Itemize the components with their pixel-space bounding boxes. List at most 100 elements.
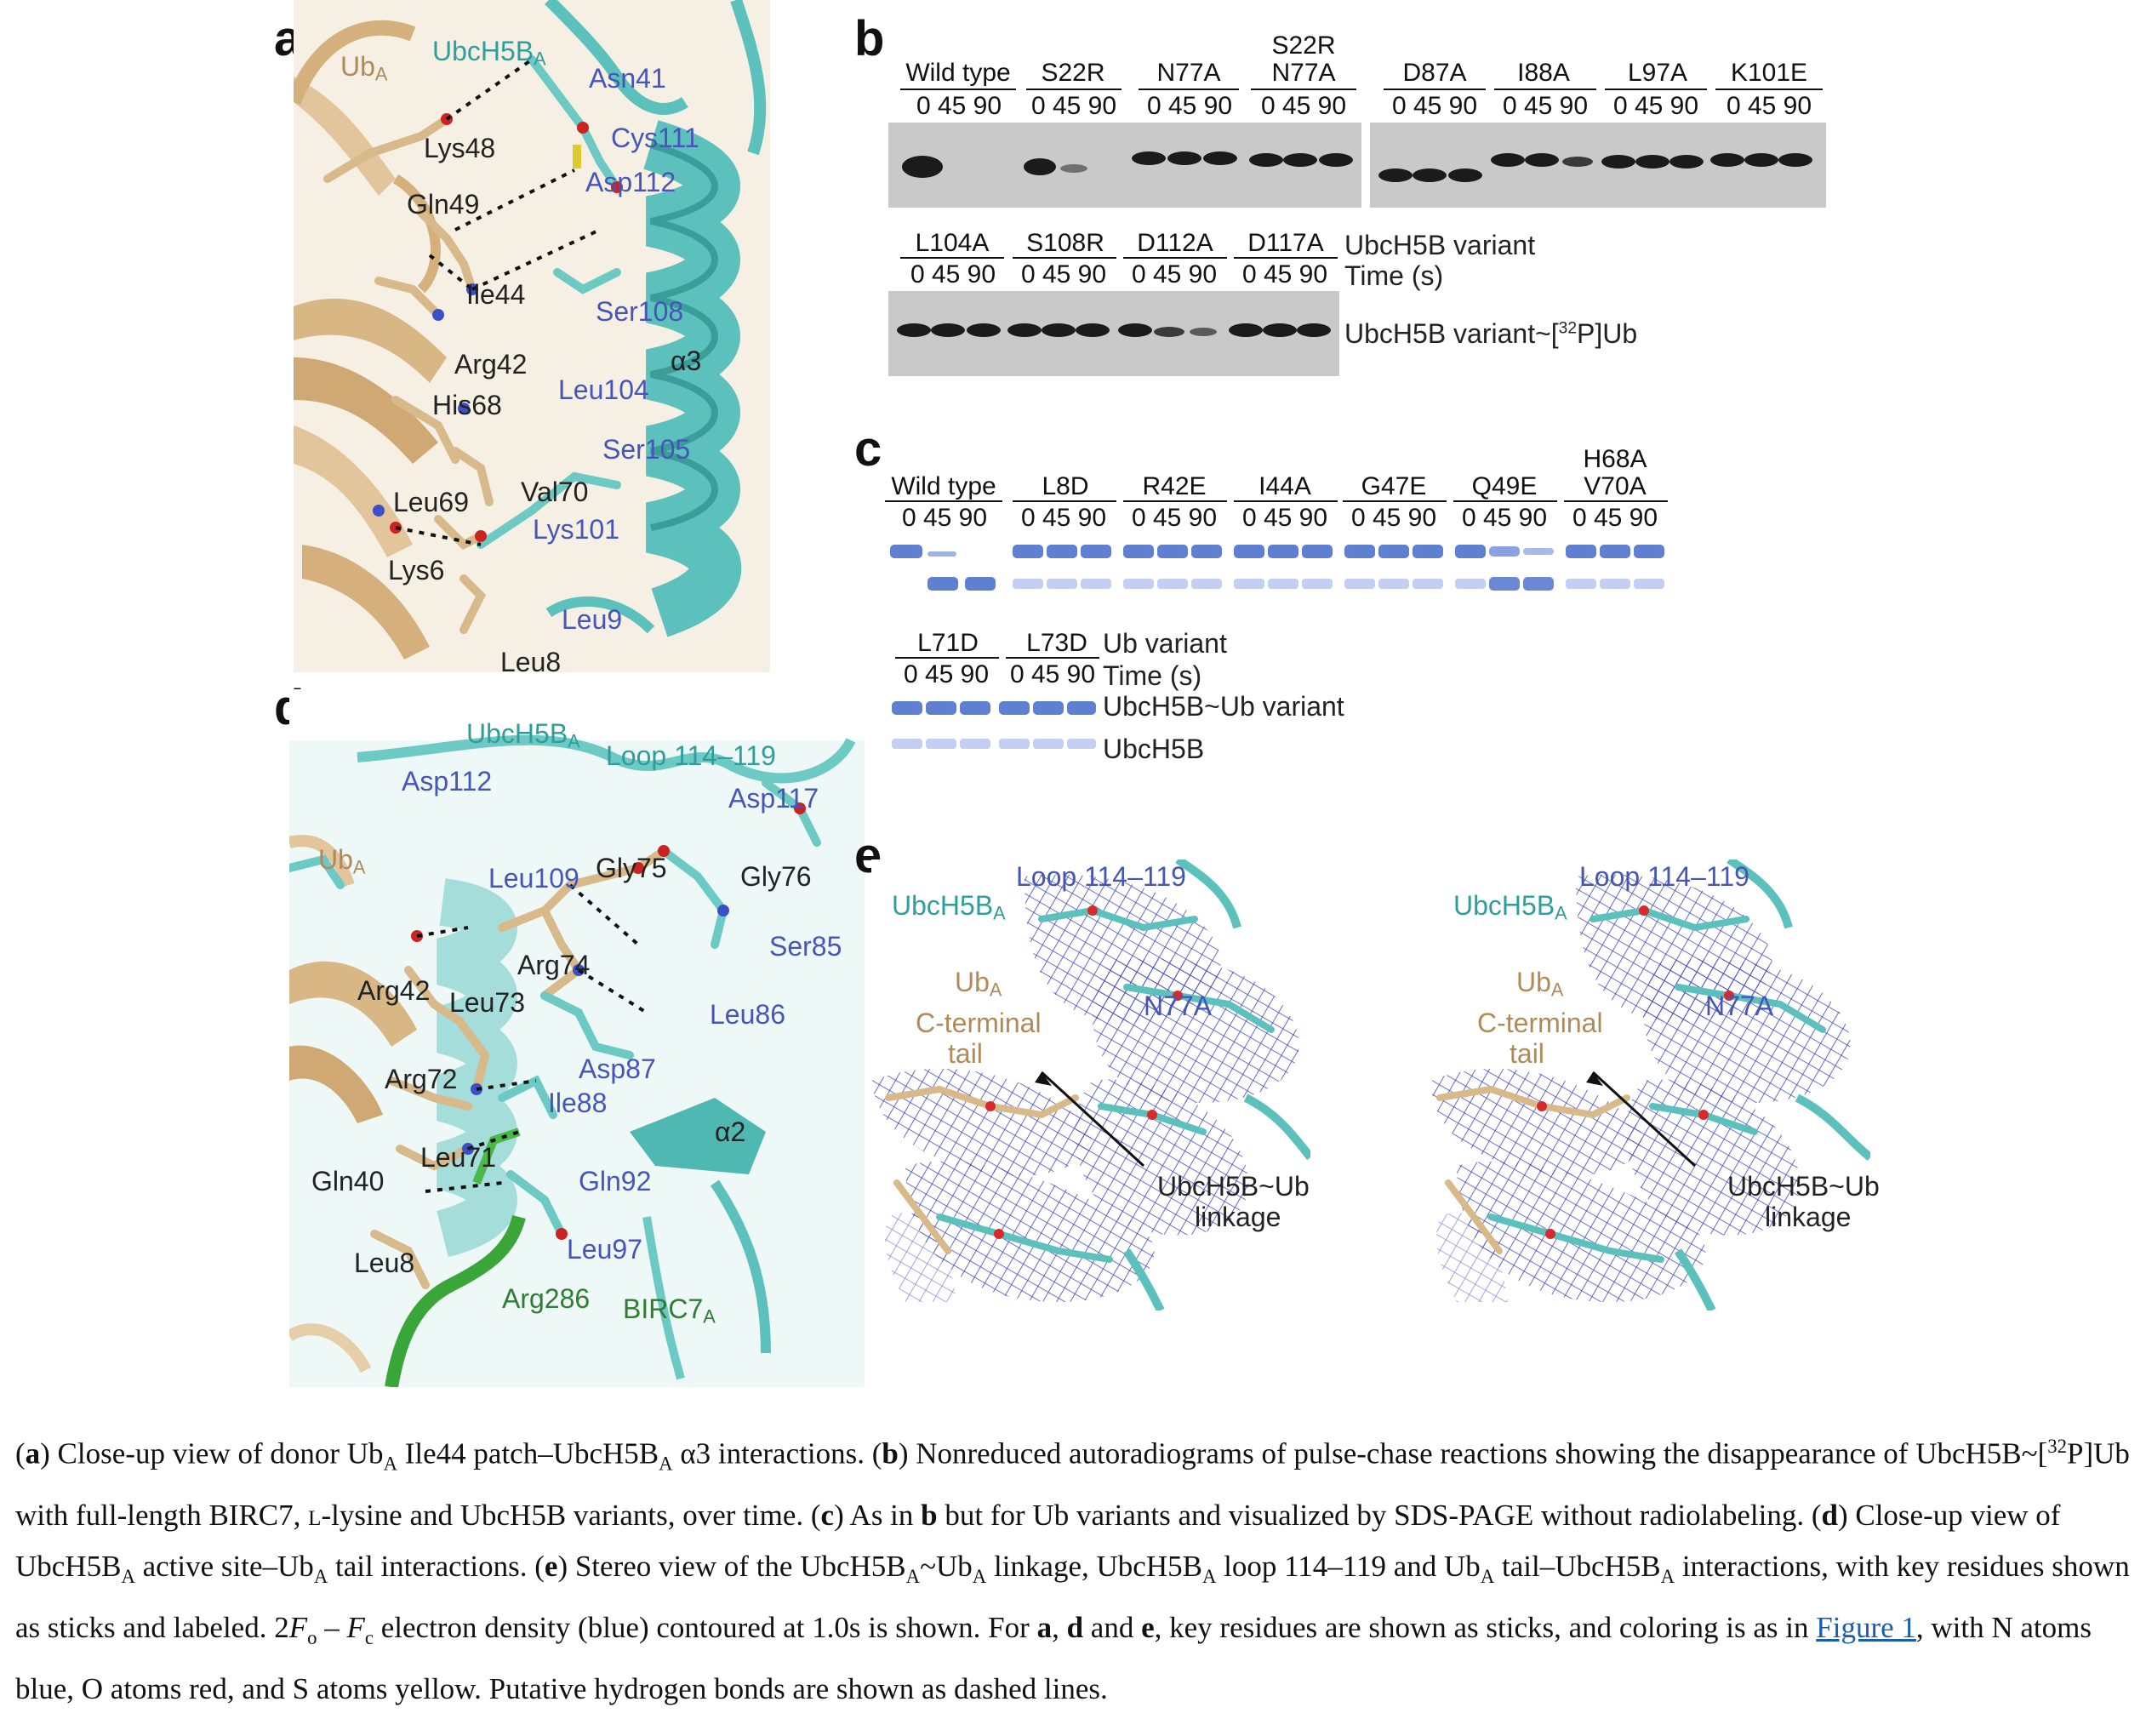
residue-his68: His68 xyxy=(432,390,502,420)
panel-e-ubc-right: UbcH5BA xyxy=(1453,890,1567,924)
time-points: 0 45 90 xyxy=(1146,92,1233,120)
time-points: 0 45 90 xyxy=(1260,92,1347,120)
panel-a-ubc-label: UbcH5BA xyxy=(432,36,546,70)
variant-l97a: L97A xyxy=(1627,59,1688,87)
residue-asn41: Asn41 xyxy=(589,63,666,94)
helix-alpha3: α3 xyxy=(671,345,702,376)
residue-val70: Val70 xyxy=(521,477,589,507)
residue-lys48: Lys48 xyxy=(424,133,496,163)
residue-gly76: Gly76 xyxy=(740,861,812,892)
time-points: 0 45 90 xyxy=(910,260,996,288)
panel-e-n77a-right: N77A xyxy=(1705,991,1774,1021)
residue-gln40: Gln40 xyxy=(311,1166,385,1196)
residue-leu97: Leu97 xyxy=(567,1234,642,1265)
panel-e-tail1-right: C-terminal xyxy=(1477,1008,1603,1038)
variant-d87a: D87A xyxy=(1402,59,1467,87)
residue-arg74: Arg74 xyxy=(517,950,591,980)
residue-leu69: Leu69 xyxy=(393,487,469,517)
panel-d-loop: Loop 114–119 xyxy=(606,740,776,771)
variant-i44a: I44A xyxy=(1258,472,1311,500)
figure-1-link[interactable]: Figure 1 xyxy=(1816,1610,1916,1644)
residue-ile44: Ile44 xyxy=(466,279,526,310)
variant-l71d: L71D xyxy=(917,629,979,657)
variant-s22r-n77a: S22R N77A xyxy=(1271,31,1336,87)
time-points: 0 45 90 xyxy=(1350,504,1437,532)
variant-q49e: Q49E xyxy=(1471,472,1538,500)
residue-lys6: Lys6 xyxy=(388,555,445,585)
variant-l73d: L73D xyxy=(1026,629,1087,657)
panel-d-ub-label: UbA xyxy=(318,844,366,878)
time-points: 0 45 90 xyxy=(1241,260,1328,288)
panel-e-ub-right: UbA xyxy=(1516,967,1564,1001)
panel-e-stereo-left xyxy=(871,859,1310,1311)
variant-d112a: D112A xyxy=(1137,229,1213,257)
panel-e-linkage1-left: UbcH5B~Ub xyxy=(1157,1171,1310,1202)
residue-leu8-d: Leu8 xyxy=(354,1248,415,1278)
band-lower-c: UbcH5B xyxy=(1103,734,1205,764)
time-points: 0 45 90 xyxy=(1572,504,1658,532)
helix-alpha2: α2 xyxy=(715,1116,746,1147)
time-points: 0 45 90 xyxy=(1020,260,1107,288)
variant-r42e: R42E xyxy=(1142,472,1207,500)
legend-ub-variant: Ub variant xyxy=(1103,628,1227,659)
time-points: 0 45 90 xyxy=(901,504,988,532)
residue-ser108: Ser108 xyxy=(596,296,684,327)
panel-c-letter: c xyxy=(854,421,882,477)
variant-l8d: L8D xyxy=(1042,472,1089,500)
residue-arg72: Arg72 xyxy=(385,1064,458,1094)
panel-e-linkage2-left: linkage xyxy=(1195,1202,1281,1232)
residue-leu109: Leu109 xyxy=(488,863,579,894)
figure-caption: (a) Close-up view of donor UbA Ile44 pat… xyxy=(15,1436,2130,1705)
time-points: 0 45 90 xyxy=(1241,504,1328,532)
residue-gly75: Gly75 xyxy=(596,853,667,883)
panel-e-ub-left: UbA xyxy=(955,967,1002,1001)
panel-e-tail2-right: tail xyxy=(1510,1038,1544,1069)
time-points: 0 45 90 xyxy=(1461,504,1548,532)
time-points: 0 45 90 xyxy=(1030,92,1117,120)
residue-ser105: Ser105 xyxy=(602,434,691,465)
residue-asp112-d: Asp112 xyxy=(402,766,493,797)
autoradiogram-b-top-left xyxy=(888,123,1361,208)
panel-e-loop-right: Loop 114–119 xyxy=(1579,861,1749,892)
autoradiogram-b-bottom xyxy=(888,291,1339,376)
variant-n77a: N77A xyxy=(1156,59,1221,87)
time-points: 0 45 90 xyxy=(1391,92,1478,120)
panel-a-structure xyxy=(294,0,770,672)
variant-k101e: K101E xyxy=(1730,59,1808,87)
variant-wild-type: Wild type xyxy=(905,59,1011,87)
sds-page-c-bottom xyxy=(888,693,1098,761)
variant-s22r: S22R xyxy=(1041,59,1105,87)
residue-ile88: Ile88 xyxy=(548,1088,608,1118)
residue-ser85: Ser85 xyxy=(769,931,842,962)
variant-wild-type: Wild type xyxy=(891,472,996,500)
panel-e-loop-left: Loop 114–119 xyxy=(1016,861,1186,892)
residue-gln92: Gln92 xyxy=(579,1166,652,1196)
panel-e-linkage1-right: UbcH5B~Ub xyxy=(1727,1171,1880,1202)
time-points: 0 45 90 xyxy=(1131,504,1218,532)
time-points: 0 45 90 xyxy=(1131,260,1218,288)
time-points: 0 45 90 xyxy=(1009,660,1096,688)
residue-arg42-d: Arg42 xyxy=(357,975,431,1006)
residue-leu8: Leu8 xyxy=(500,647,562,677)
residue-leu73: Leu73 xyxy=(449,987,525,1018)
panel-a-ub-label: UbA xyxy=(340,51,388,85)
variant-s108r: S108R xyxy=(1026,229,1104,257)
panel-b-letter: b xyxy=(854,11,885,66)
residue-cys111: Cys111 xyxy=(611,123,699,153)
band-upper-c: UbcH5B~Ub variant xyxy=(1103,691,1344,722)
panel-e-tail1-left: C-terminal xyxy=(916,1008,1042,1038)
autoradiogram-b-top-right xyxy=(1370,123,1826,208)
panel-e-tail2-left: tail xyxy=(948,1038,983,1069)
panel-e-ubc-left: UbcH5BA xyxy=(892,890,1006,924)
time-points: 0 45 90 xyxy=(1502,92,1589,120)
time-points: 0 45 90 xyxy=(1726,92,1812,120)
residue-asp117: Asp117 xyxy=(728,783,819,814)
legend-time: Time (s) xyxy=(1344,260,1444,291)
time-points: 0 45 90 xyxy=(916,92,1002,120)
residue-gln49: Gln49 xyxy=(407,189,480,220)
panel-d-structure xyxy=(289,689,865,1387)
panel-d-ubc-label: UbcH5BA xyxy=(466,718,580,752)
residue-leu71: Leu71 xyxy=(420,1142,496,1173)
variant-g47e: G47E xyxy=(1361,472,1427,500)
residue-asp87: Asp87 xyxy=(579,1054,656,1084)
